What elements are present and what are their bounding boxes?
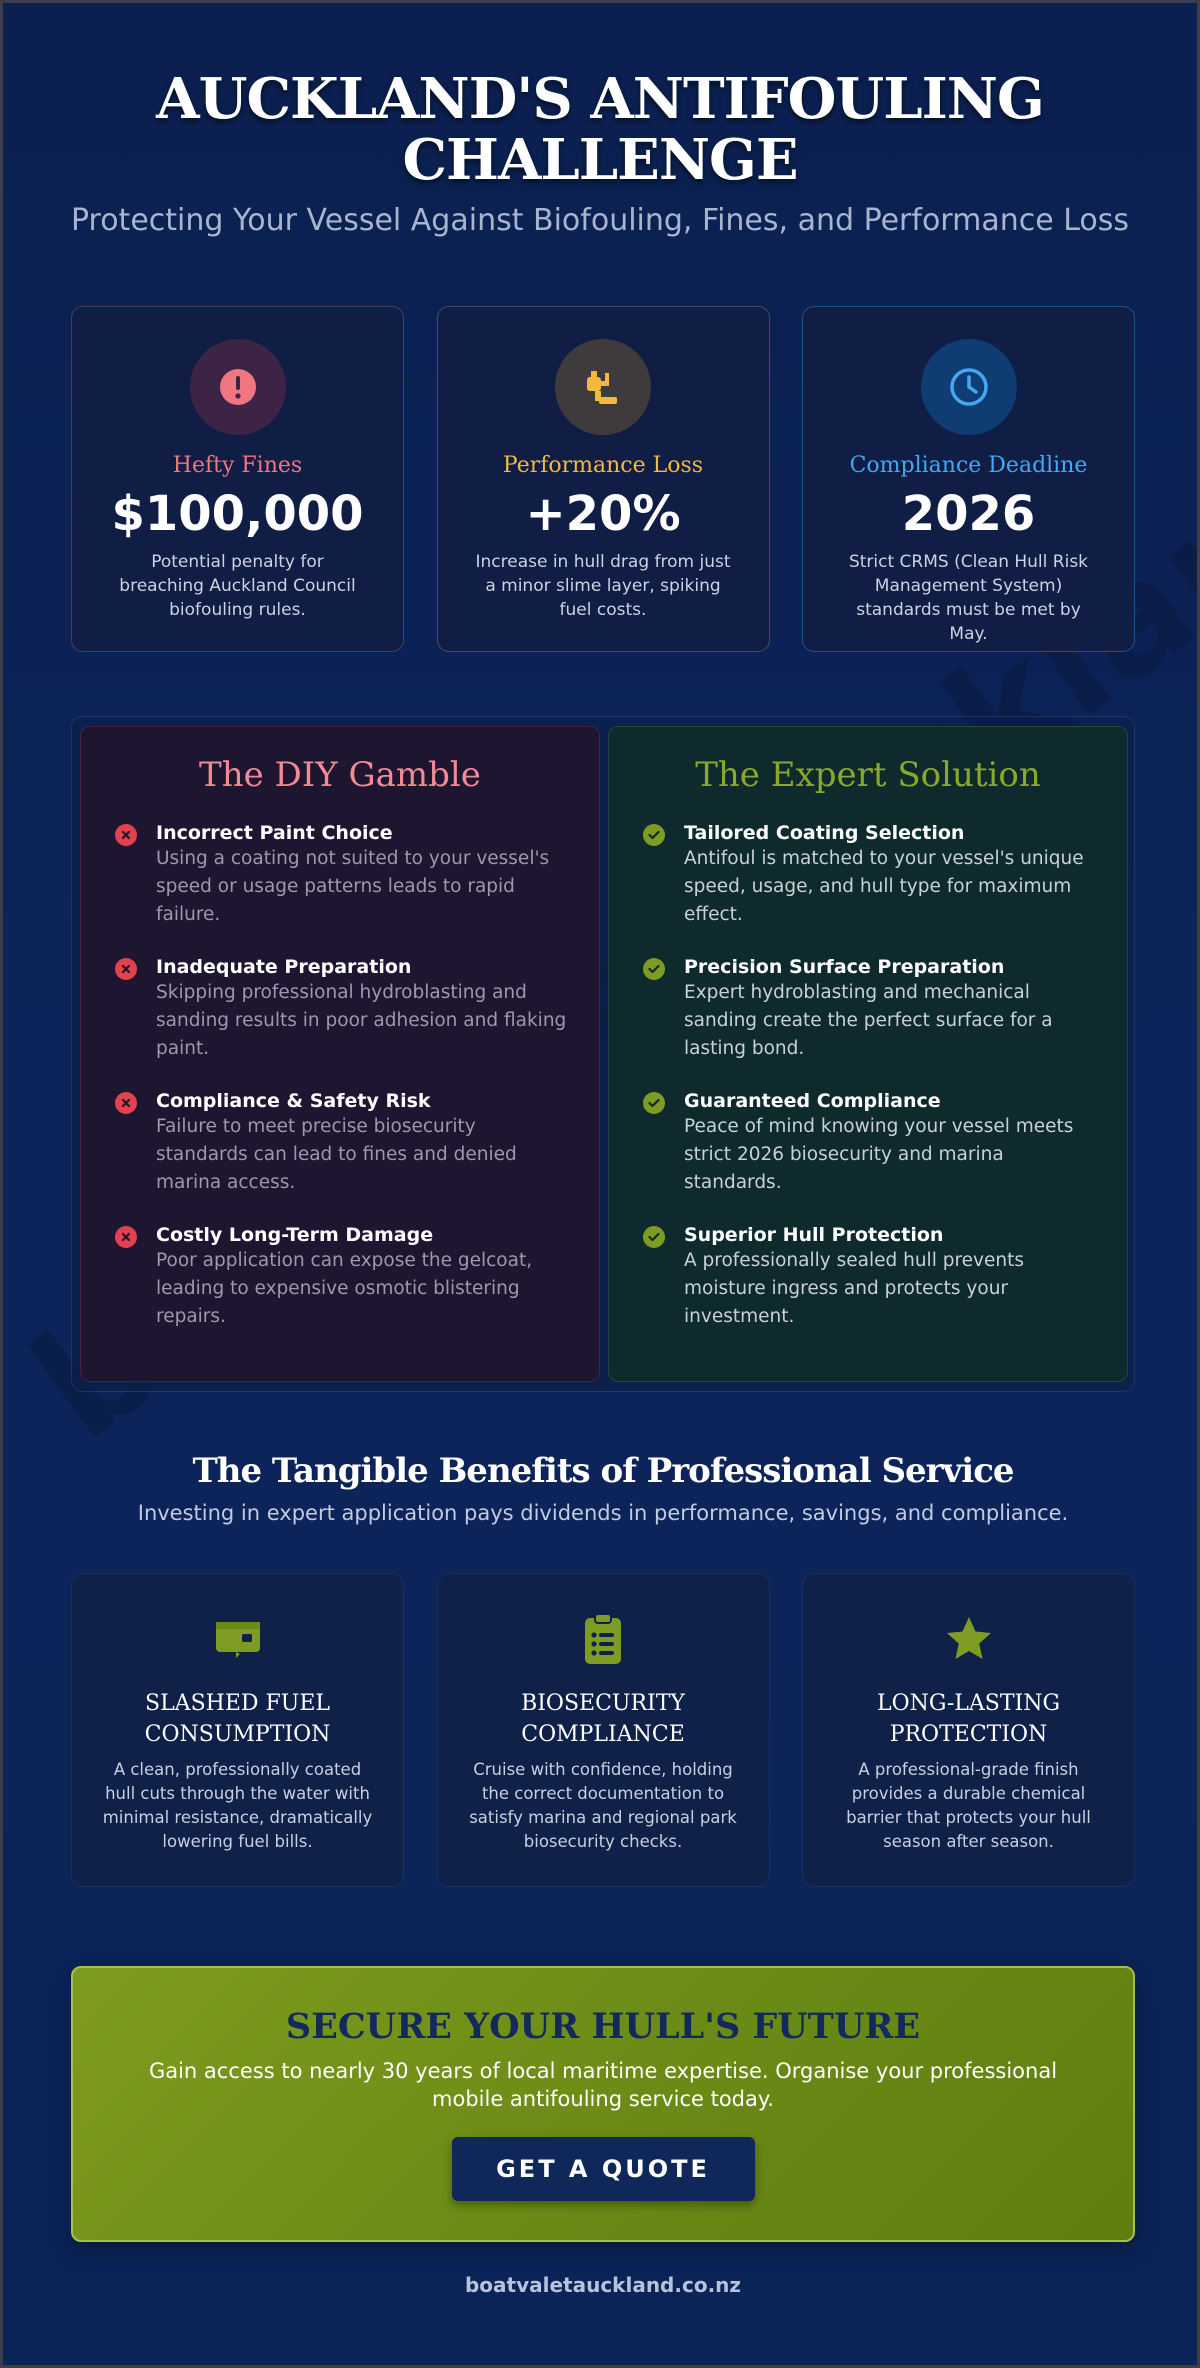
expert-title: The Expert Solution (695, 755, 1041, 795)
item-title: Tailored Coating Selection (684, 822, 965, 844)
stat-description: Strict CRMS (Clean Hull Risk Management … (848, 552, 1089, 644)
clock-icon (920, 339, 1017, 435)
item-description: Peace of mind knowing your vessel meets … (684, 1116, 1074, 1193)
item-title: Inadequate Preparation (156, 956, 412, 978)
item-title: Incorrect Paint Choice (156, 822, 393, 844)
gas-pump-icon (555, 339, 651, 435)
benefits-row: SLASHED FUEL CONSUMPTION A clean, profes… (71, 1573, 1135, 1887)
check-circle-icon (643, 958, 665, 980)
item-description: A professionally sealed hull prevents mo… (684, 1250, 1024, 1327)
benefit-card-biosecurity: BIOSECURITY COMPLIANCE Cruise with confi… (436, 1573, 770, 1887)
x-circle-icon (115, 1226, 137, 1248)
item-description: Expert hydroblasting and mechanical sand… (684, 982, 1053, 1059)
x-circle-icon (115, 824, 137, 846)
get-quote-button[interactable]: GET A QUOTE (451, 2137, 755, 2201)
cta-panel: SECURE YOUR HULL'S FUTURE Gain access to… (71, 1966, 1135, 2242)
item-description: Antifoul is matched to your vessel's uni… (684, 848, 1084, 925)
stat-label: Compliance Deadline (849, 453, 1088, 478)
page-title: AUCKLAND'S ANTIFOULING CHALLENGE (156, 66, 1045, 193)
item-title: Compliance & Safety Risk (156, 1090, 431, 1112)
benefit-description: A clean, professionally coated hull cuts… (102, 1760, 373, 1851)
stat-description: Potential penalty for breaching Auckland… (119, 552, 356, 620)
cta-text: Gain access to nearly 30 years of local … (148, 2059, 1058, 2111)
stat-value: +20% (525, 486, 681, 542)
item-description: Poor application can expose the gelcoat,… (156, 1250, 533, 1327)
footer-website-link[interactable]: boatvaletauckland.co.nz (464, 2273, 742, 2297)
exclamation-icon (189, 339, 286, 435)
page-subtitle: Protecting Your Vessel Against Biofoulin… (70, 203, 1130, 238)
cta-title: SECURE YOUR HULL'S FUTURE (285, 2006, 921, 2047)
item-description: Skipping professional hydroblasting and … (156, 982, 567, 1059)
stat-description: Increase in hull drag from just a minor … (475, 552, 731, 620)
item-description: Failure to meet precise biosecurity stan… (156, 1116, 517, 1193)
hero: AUCKLAND'S ANTIFOULING CHALLENGE Protect… (3, 3, 1197, 239)
item-description: Using a coating not suited to your vesse… (156, 848, 550, 925)
benefit-description: Cruise with confidence, holding the corr… (469, 1760, 737, 1851)
item-title: Superior Hull Protection (684, 1224, 944, 1246)
stat-card-deadline: Compliance Deadline 2026 Strict CRMS (Cl… (802, 306, 1135, 652)
diy-title: The DIY Gamble (199, 755, 481, 795)
check-circle-icon (643, 824, 665, 846)
list-item: Superior Hull Protection A professionally… (643, 1223, 1101, 1331)
stat-label: Hefty Fines (172, 453, 303, 478)
benefit-title: SLASHED FUEL CONSUMPTION (144, 1691, 331, 1747)
stat-value: 2026 (901, 486, 1036, 542)
wallet-icon (72, 1610, 403, 1668)
benefit-title: LONG-LASTING PROTECTION (876, 1691, 1061, 1747)
expert-column: The Expert Solution Tailored Coating Sel… (608, 726, 1128, 1382)
benefits-title: The Tangible Benefits of Professional Se… (192, 1451, 1014, 1491)
benefit-description: A professional-grade finish provides a d… (846, 1760, 1091, 1851)
benefits-header: The Tangible Benefits of Professional Se… (3, 1451, 1197, 1525)
stat-label: Performance Loss (502, 453, 704, 478)
x-circle-icon (115, 1092, 137, 1114)
stat-value: $100,000 (111, 486, 364, 542)
benefit-title: BIOSECURITY COMPLIANCE (521, 1691, 685, 1747)
stat-card-fines: Hefty Fines $100,000 Potential penalty f… (71, 306, 404, 652)
stat-card-performance: Performance Loss +20% Increase in hull d… (436, 306, 770, 652)
item-title: Costly Long-Term Damage (156, 1224, 434, 1246)
stats-row: Hefty Fines $100,000 Potential penalty f… (71, 306, 1135, 652)
check-circle-icon (643, 1226, 665, 1248)
check-circle-icon (643, 1092, 665, 1114)
star-icon (803, 1610, 1134, 1668)
clipboard-list-icon (438, 1610, 769, 1668)
benefits-subtitle: Investing in expert application pays div… (137, 1501, 1069, 1525)
benefit-card-protection: LONG-LASTING PROTECTION A professional-g… (802, 1573, 1135, 1887)
item-title: Precision Surface Preparation (684, 956, 1005, 978)
x-circle-icon (115, 958, 137, 980)
benefit-card-fuel: SLASHED FUEL CONSUMPTION A clean, profes… (71, 1573, 404, 1887)
item-title: Guaranteed Compliance (684, 1090, 941, 1112)
